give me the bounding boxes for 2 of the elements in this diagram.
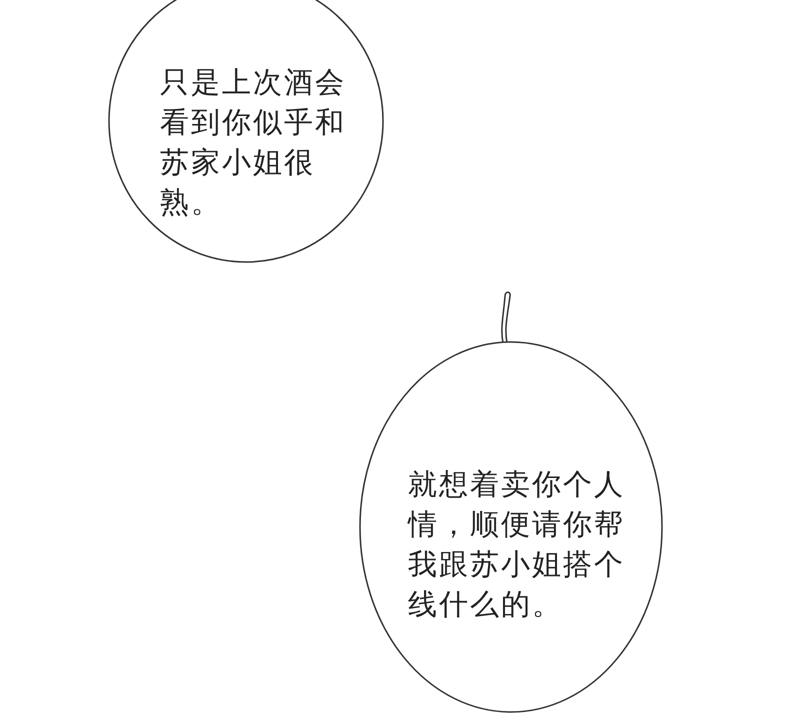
- speech-text: 就想着卖你个人情，顺便请你帮我跟苏小姐搭个线什么的。: [408, 466, 626, 623]
- speech-text: 只是上次酒会看到你似乎和苏家小姐很熟。: [160, 64, 347, 221]
